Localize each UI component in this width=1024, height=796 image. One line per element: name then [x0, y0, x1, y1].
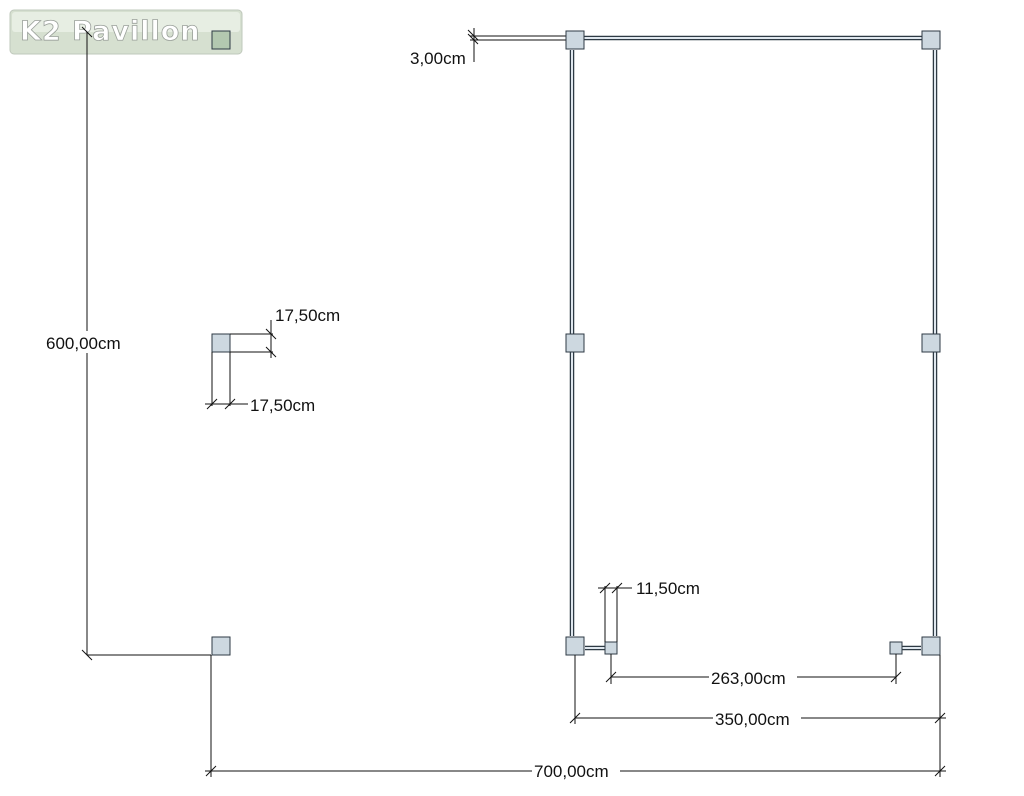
dimension-small-post: 11,50cm — [598, 579, 700, 642]
dimension-label-post-width: 17,50cm — [250, 396, 315, 415]
door-post-right — [889, 641, 903, 655]
pavilion-post-top-left — [565, 30, 585, 50]
pavilion-post-bottom-right — [921, 636, 941, 656]
dimension-label-pavilion-width: 350,00cm — [715, 710, 790, 729]
dimension-post-width: 17,50cm — [205, 352, 315, 415]
reference-post-bottom — [211, 636, 231, 656]
pavilion-post-top-right — [921, 30, 941, 50]
dimension-beam-thickness: 3,00cm — [410, 28, 566, 68]
dimension-total-width: 700,00cm — [205, 655, 946, 781]
logo-text: K2 Pavillon — [20, 16, 201, 47]
dimension-label-small-post: 11,50cm — [636, 579, 700, 598]
logo-badge: K2 Pavillon — [9, 9, 243, 55]
dimension-post-depth: 17,50cm — [230, 306, 340, 358]
reference-post-top — [211, 30, 231, 50]
dimension-pavilion-width: 350,00cm — [569, 655, 946, 777]
dimension-label-beam-thickness: 3,00cm — [410, 49, 466, 68]
reference-post-middle — [211, 333, 231, 353]
dimension-door-opening: 263,00cm — [605, 654, 902, 688]
pavilion-frame — [569, 35, 938, 651]
door-post-left — [604, 641, 618, 655]
pavilion-post-middle-left — [565, 333, 585, 353]
dimension-label-total-width: 700,00cm — [534, 762, 609, 781]
dimension-total-depth: 600,00cm — [44, 26, 211, 661]
pavilion-post-bottom-left — [565, 636, 585, 656]
dimension-label-door-opening: 263,00cm — [711, 669, 786, 688]
dimension-label-total-depth: 600,00cm — [46, 334, 121, 353]
dimension-label-post-depth: 17,50cm — [275, 306, 340, 325]
pavilion-post-middle-right — [921, 333, 941, 353]
